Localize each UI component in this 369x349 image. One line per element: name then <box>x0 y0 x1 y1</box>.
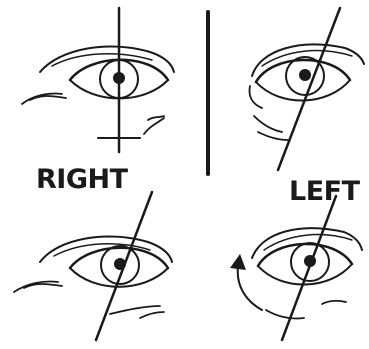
arrow-head-icon <box>230 254 246 270</box>
left-eye-top <box>250 8 365 170</box>
cheek-line <box>250 86 263 108</box>
cheek-line <box>22 93 62 104</box>
cheek-line <box>254 116 282 132</box>
cheek-line <box>258 132 288 140</box>
right-eye-bottom <box>14 192 172 340</box>
left-eye-bottom <box>230 196 362 340</box>
cheek-line <box>14 281 58 292</box>
cheek-line <box>140 312 164 318</box>
tilted-axis <box>96 192 152 340</box>
cheek-line <box>322 301 346 304</box>
tilted-axis <box>278 8 340 170</box>
pupil <box>299 69 311 81</box>
right-eye-top <box>22 8 174 152</box>
cheek-line <box>144 118 164 134</box>
cheek-line <box>266 310 304 319</box>
right-eye-label: RIGHT <box>36 166 128 193</box>
rotation-arrow <box>238 266 262 310</box>
left-eye-label: LEFT <box>289 178 360 205</box>
lower-eyelid <box>256 80 350 101</box>
eyebrow-hair <box>52 54 152 66</box>
